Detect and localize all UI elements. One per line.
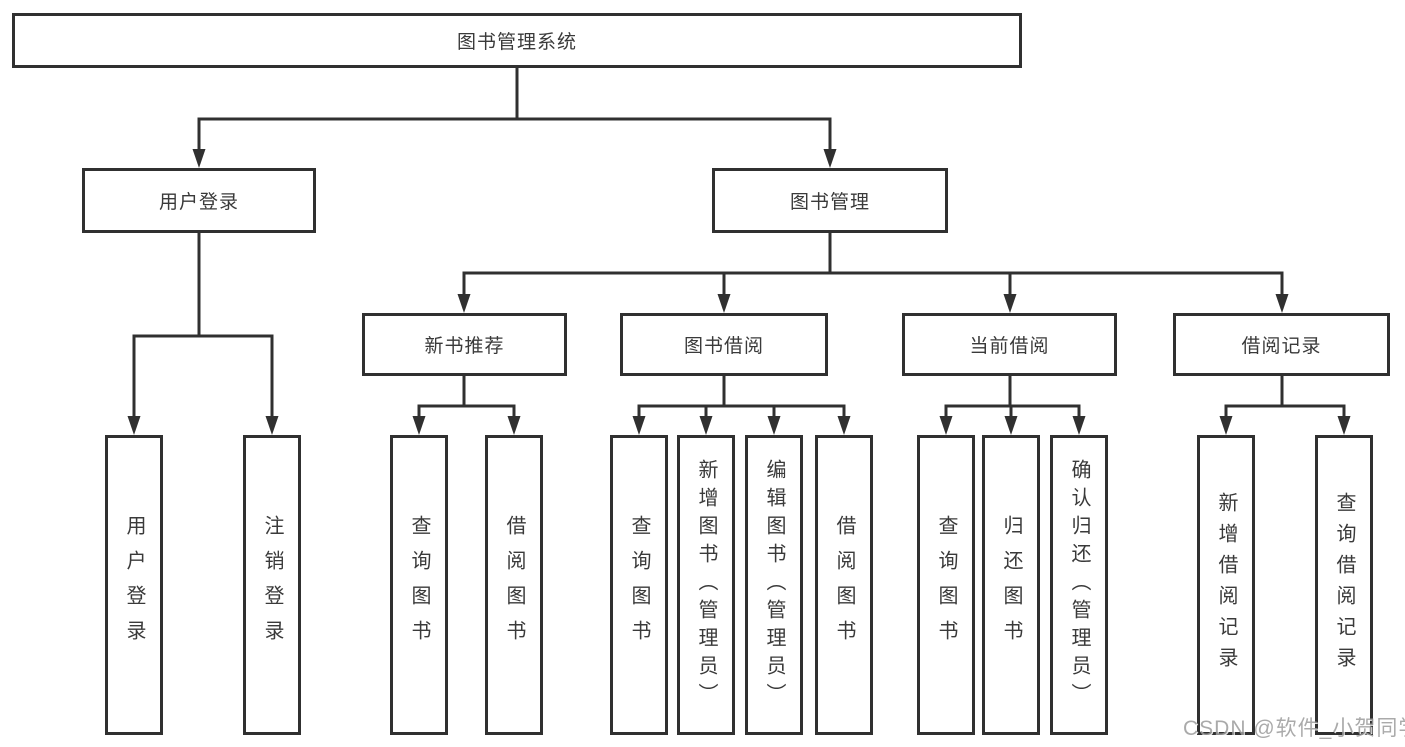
node-label: 查询图书 [935, 515, 957, 655]
node-label: 借阅图书 [503, 515, 525, 655]
node-label: 新书推荐 [424, 336, 505, 357]
leaf-borrow-book-1: 借阅图书 [485, 435, 543, 735]
leaf-logout: 注销登录 [243, 435, 301, 735]
connector-new-book [417, 376, 516, 431]
node-label: 确认归还（管理员） [1068, 459, 1090, 711]
node-label: 图书管理系统 [456, 32, 577, 53]
arrowhead-icon [1004, 416, 1018, 435]
connector-borrow-record [1224, 376, 1346, 431]
arrowheads [127, 149, 1351, 435]
node-label: 查询借阅记录 [1333, 492, 1355, 678]
node-borrow-record: 借阅记录 [1173, 313, 1390, 376]
connector-stems [132, 68, 1346, 431]
leaf-return-book: 归还图书 [982, 435, 1040, 735]
node-label: 查询图书 [628, 515, 650, 655]
leaf-query-book-3: 查询图书 [917, 435, 975, 735]
arrowhead-icon [837, 416, 851, 435]
node-system-root: 图书管理系统 [12, 13, 1022, 68]
connector-book-mgmt [462, 233, 1284, 309]
node-current-borrow: 当前借阅 [902, 313, 1117, 376]
leaf-add-book-admin: 新增图书（管理员） [677, 435, 735, 735]
connector-user-login [132, 233, 274, 431]
leaf-edit-book-admin: 编辑图书（管理员） [745, 435, 803, 735]
arrowhead-icon [767, 416, 781, 435]
node-label: 注销登录 [261, 515, 283, 655]
node-label: 查询图书 [408, 515, 430, 655]
arrowhead-icon [412, 416, 426, 435]
node-label: 新增借阅记录 [1215, 492, 1237, 678]
node-label: 当前借阅 [969, 336, 1050, 357]
leaf-user-login: 用户登录 [105, 435, 163, 735]
node-book-management: 图书管理 [712, 168, 948, 233]
connector-book-borrow [637, 376, 846, 431]
arrowhead-icon [717, 294, 731, 313]
arrowhead-icon [457, 294, 471, 313]
leaf-confirm-return-admin: 确认归还（管理员） [1050, 435, 1108, 735]
node-label: 借阅记录 [1241, 336, 1322, 357]
node-label: 图书借阅 [683, 336, 764, 357]
node-label: 用户登录 [158, 192, 239, 213]
arrowhead-icon [823, 149, 837, 168]
arrowhead-icon [1275, 294, 1289, 313]
node-new-book-recommend: 新书推荐 [362, 313, 567, 376]
arrowhead-icon [265, 416, 279, 435]
leaf-add-borrow-record: 新增借阅记录 [1197, 435, 1255, 735]
node-book-borrow: 图书借阅 [620, 313, 828, 376]
node-label: 归还图书 [1000, 515, 1022, 655]
leaf-borrow-book-2: 借阅图书 [815, 435, 873, 735]
node-user-login: 用户登录 [82, 168, 316, 233]
connector-root [197, 68, 832, 164]
arrowhead-icon [192, 149, 206, 168]
node-label: 借阅图书 [833, 515, 855, 655]
arrowhead-icon [1337, 416, 1351, 435]
node-label: 新增图书（管理员） [695, 459, 717, 711]
node-label: 用户登录 [123, 515, 145, 655]
csdn-watermark: CSDN @软件_小贺同学 [1183, 717, 1405, 740]
arrowhead-icon [632, 416, 646, 435]
node-label: 图书管理 [789, 192, 870, 213]
leaf-query-borrow-record: 查询借阅记录 [1315, 435, 1373, 735]
arrowhead-icon [1072, 416, 1086, 435]
arrowhead-icon [939, 416, 953, 435]
arrowhead-icon [699, 416, 713, 435]
arrowhead-icon [1003, 294, 1017, 313]
arrowhead-icon [1219, 416, 1233, 435]
leaf-query-book-2: 查询图书 [610, 435, 668, 735]
arrowhead-icon [127, 416, 141, 435]
node-label: 编辑图书（管理员） [763, 459, 785, 711]
leaf-query-book-1: 查询图书 [390, 435, 448, 735]
arrowhead-icon [507, 416, 521, 435]
